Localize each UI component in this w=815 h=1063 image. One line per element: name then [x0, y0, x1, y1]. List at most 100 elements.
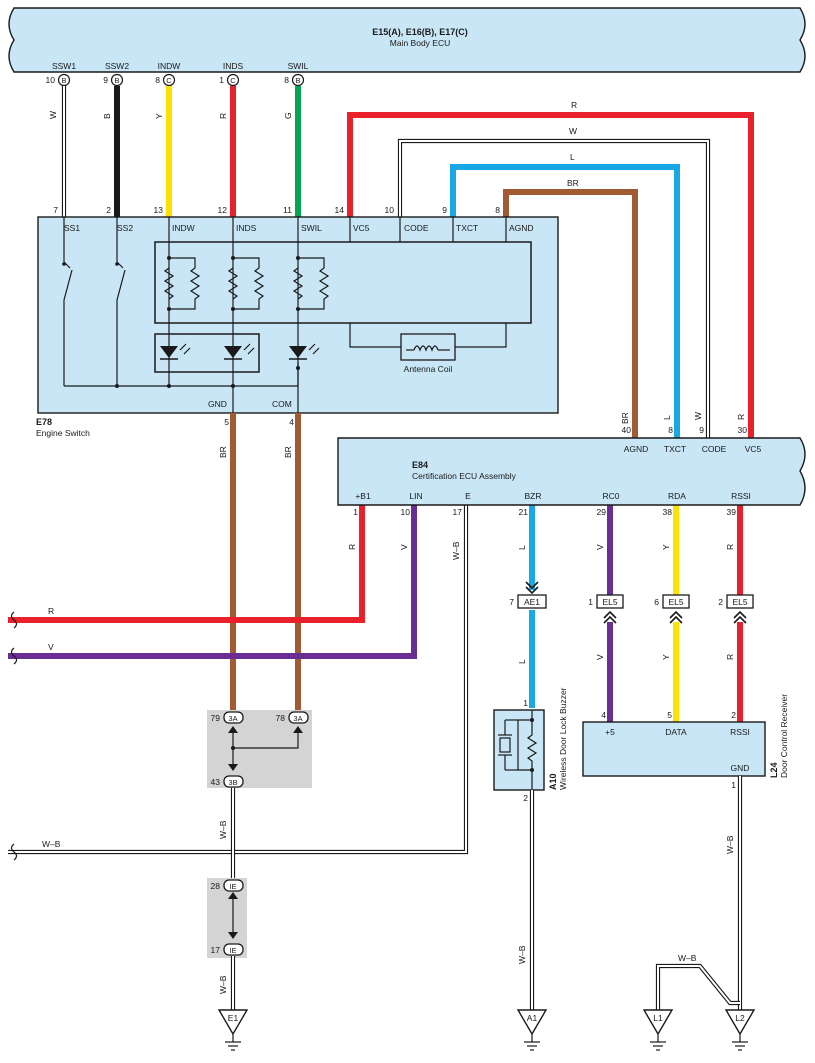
- svg-text:17: 17: [453, 507, 463, 517]
- certification-ecu: AGND TXCT CODE VC5 E84 Certification ECU…: [337, 437, 806, 506]
- svg-text:R: R: [736, 414, 746, 420]
- ground-icon: L1: [653, 1013, 663, 1023]
- svg-text:3A: 3A: [228, 714, 237, 723]
- svg-text:TXCT: TXCT: [664, 444, 686, 454]
- engine-switch-name: Engine Switch: [36, 428, 90, 438]
- svg-text:R: R: [48, 606, 54, 616]
- ground-l1: L1: [642, 1009, 674, 1051]
- svg-text:V: V: [595, 654, 605, 660]
- svg-text:L: L: [662, 415, 672, 420]
- svg-text:1: 1: [353, 507, 358, 517]
- svg-text:5: 5: [667, 710, 672, 720]
- svg-text:+5: +5: [605, 727, 615, 737]
- main-ecu-terminal: SWIL: [288, 61, 309, 71]
- svg-text:L: L: [517, 659, 527, 664]
- svg-text:AGND: AGND: [624, 444, 649, 454]
- svg-text:INDS: INDS: [236, 223, 257, 233]
- cert-ecu-code: E84: [412, 460, 428, 470]
- svg-text:AE1: AE1: [524, 597, 540, 607]
- svg-text:CODE: CODE: [404, 223, 429, 233]
- svg-text:40: 40: [622, 425, 632, 435]
- svg-text:W–B: W–B: [678, 953, 697, 963]
- svg-text:R: R: [218, 113, 228, 119]
- ground-e1: E1: [217, 1009, 249, 1051]
- svg-text:28: 28: [211, 881, 221, 891]
- ground-icon: A1: [527, 1013, 538, 1023]
- svg-text:W–B: W–B: [517, 945, 527, 964]
- svg-text:BZR: BZR: [525, 491, 542, 501]
- svg-text:8: 8: [668, 425, 673, 435]
- svg-text:W–B: W–B: [218, 820, 228, 839]
- svg-text:9: 9: [103, 75, 108, 85]
- svg-text:W–B: W–B: [218, 975, 228, 994]
- svg-text:TXCT: TXCT: [456, 223, 478, 233]
- main-ecu-terminal: SSW2: [105, 61, 129, 71]
- svg-text:5: 5: [224, 417, 229, 427]
- main-ecu-terminal: INDS: [223, 61, 244, 71]
- svg-text:RSSI: RSSI: [730, 727, 750, 737]
- svg-text:30: 30: [738, 425, 748, 435]
- svg-text:4: 4: [601, 710, 606, 720]
- svg-text:C: C: [230, 76, 236, 85]
- svg-text:1: 1: [219, 75, 224, 85]
- svg-text:14: 14: [335, 205, 345, 215]
- svg-text:7: 7: [53, 205, 58, 215]
- svg-text:B: B: [61, 76, 66, 85]
- svg-text:9: 9: [699, 425, 704, 435]
- svg-text:2: 2: [718, 597, 723, 607]
- svg-text:CODE: CODE: [702, 444, 727, 454]
- svg-text:VC5: VC5: [353, 223, 370, 233]
- svg-text:EL5: EL5: [732, 597, 747, 607]
- svg-text:EL5: EL5: [668, 597, 683, 607]
- svg-text:12: 12: [218, 205, 228, 215]
- svg-text:L24: L24: [769, 762, 779, 778]
- main-ecu-subtitle: Main Body ECU: [390, 38, 450, 48]
- svg-text:RDA: RDA: [668, 491, 686, 501]
- svg-text:BR: BR: [283, 446, 293, 458]
- main-body-ecu: E15(A), E16(B), E17(C) Main Body ECU SSW…: [8, 7, 806, 73]
- svg-text:10: 10: [385, 205, 395, 215]
- svg-text:R: R: [725, 654, 735, 660]
- svg-text:43: 43: [211, 777, 221, 787]
- svg-text:L: L: [517, 545, 527, 550]
- svg-text:10: 10: [46, 75, 56, 85]
- svg-text:3B: 3B: [228, 778, 237, 787]
- svg-text:B: B: [102, 113, 112, 119]
- svg-text:8: 8: [284, 75, 289, 85]
- ground-l2: L2: [724, 1009, 756, 1051]
- main-ecu-terminal: INDW: [158, 61, 181, 71]
- svg-text:IE: IE: [229, 946, 236, 955]
- svg-text:W: W: [693, 412, 703, 420]
- svg-text:2: 2: [523, 793, 528, 803]
- door-control-receiver: 4 5 2 +5 DATA RSSI GND 1 L24 Door Contro…: [582, 694, 789, 790]
- svg-text:SS2: SS2: [117, 223, 133, 233]
- svg-text:L: L: [570, 152, 575, 162]
- svg-text:W: W: [48, 111, 58, 119]
- svg-text:Y: Y: [661, 544, 671, 550]
- svg-text:W–B: W–B: [725, 835, 735, 854]
- svg-text:R: R: [571, 100, 577, 110]
- svg-text:1: 1: [731, 780, 736, 790]
- antenna-coil-label: Antenna Coil: [404, 364, 453, 374]
- svg-text:3A: 3A: [293, 714, 302, 723]
- svg-text:Y: Y: [661, 654, 671, 660]
- svg-text:9: 9: [442, 205, 447, 215]
- svg-text:VC5: VC5: [745, 444, 762, 454]
- svg-text:11: 11: [283, 205, 292, 215]
- wires-upper: W B Y R G R W L BR 7 2 13 12 11 14 10 9 …: [48, 86, 754, 438]
- svg-text:Door Control Receiver: Door Control Receiver: [779, 694, 789, 778]
- main-ecu-pins: B 10 B 9 C 8 C 1 B 8: [46, 73, 305, 87]
- svg-text:W–B: W–B: [451, 541, 461, 560]
- svg-text:13: 13: [154, 205, 164, 215]
- engine-switch-code: E78: [36, 417, 52, 427]
- svg-text:SWIL: SWIL: [301, 223, 322, 233]
- svg-text:8: 8: [155, 75, 160, 85]
- svg-text:B: B: [295, 76, 300, 85]
- svg-text:EL5: EL5: [602, 597, 617, 607]
- svg-text:8: 8: [495, 205, 500, 215]
- svg-text:6: 6: [654, 597, 659, 607]
- svg-text:LIN: LIN: [409, 491, 422, 501]
- svg-text:INDW: INDW: [172, 223, 195, 233]
- svg-text:C: C: [166, 76, 172, 85]
- svg-text:+B1: +B1: [355, 491, 371, 501]
